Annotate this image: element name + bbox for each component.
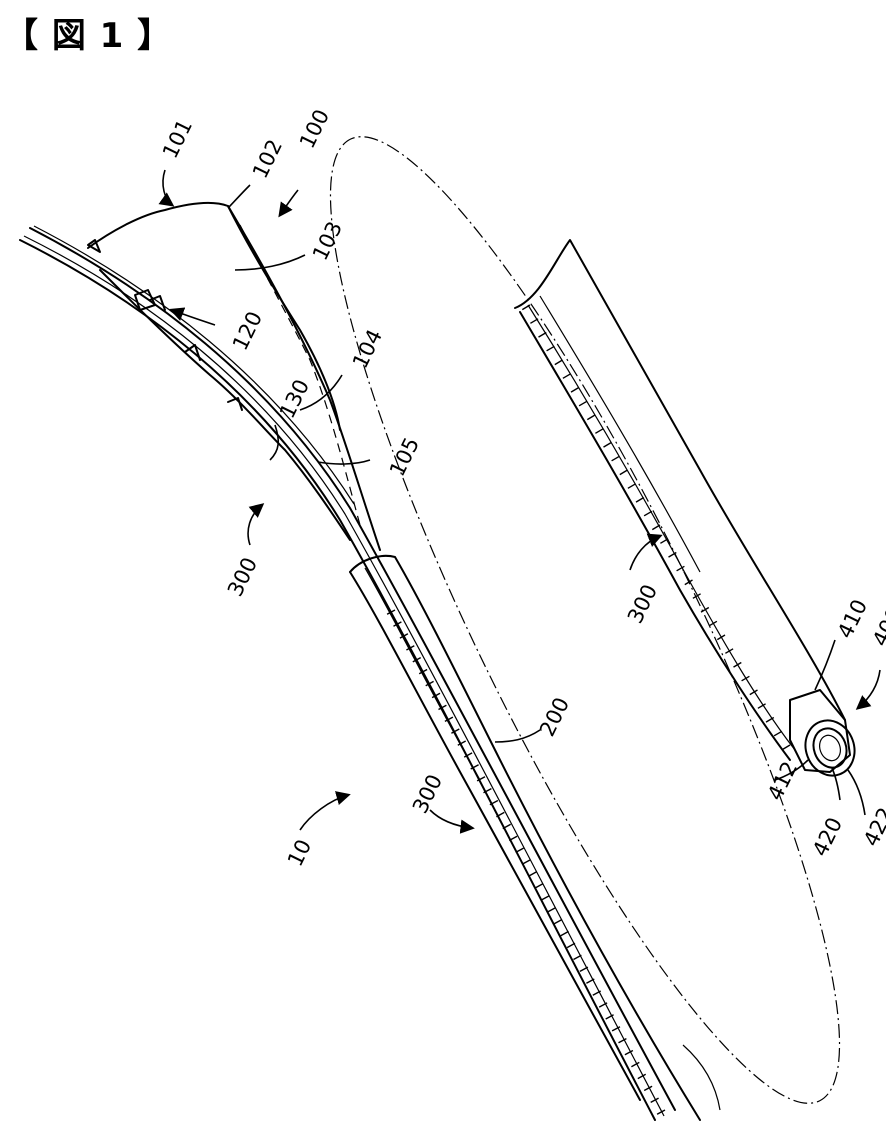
rail-tooth [541,896,549,900]
rail-tooth [652,525,660,530]
rail-tooth [547,346,555,351]
rail-tooth [774,731,782,736]
rail-tooth [554,920,562,924]
rail-tooth [574,955,582,959]
rail-tooth [612,456,620,461]
rail-tooth [782,745,790,750]
label-100: 100 [295,106,334,153]
rail-tooth [561,931,569,935]
rail-tooth [579,401,587,406]
label-105: 105 [385,434,424,481]
rail-tooth [539,333,547,338]
rail-tooth [644,511,652,516]
reference-labels: 101 102 100 103 120 104 130 105 300 200 … [158,106,886,871]
rail-tooth [604,443,612,448]
detail-ellipse [252,91,886,1134]
rail-tooth [548,908,556,912]
rail-tooth [567,943,575,947]
label-102: 102 [248,136,287,183]
rail-300-detail [515,240,845,760]
rail-tooth [522,860,530,864]
rail-tooth [535,884,543,888]
rail-tooth [595,429,603,434]
label-10: 10 [283,836,316,871]
label-420: 420 [808,814,847,861]
label-422: 422 [859,804,886,851]
label-103: 103 [308,218,347,265]
label-200: 200 [535,694,574,741]
rail-tooth [571,388,579,393]
label-412: 412 [763,758,802,805]
rail-tooth [555,360,563,365]
label-300-lower: 300 [408,771,447,818]
label-400: 400 [868,604,886,651]
label-104: 104 [348,326,387,373]
label-130: 130 [275,376,314,423]
rail-tooth [587,415,595,420]
rail-tooth [580,967,588,971]
label-410: 410 [833,596,872,643]
rail-teeth-detail [522,305,790,750]
label-300-detail: 300 [623,581,662,628]
label-101: 101 [158,116,197,163]
rail-tooth [563,374,571,379]
rail-tooth [529,872,537,876]
leader-lines [163,170,880,830]
rail-tooth [530,319,538,324]
rail-tooth [636,498,644,503]
rail-tooth [628,484,636,489]
rail-tooth [620,470,628,475]
rail-tooth [516,848,524,852]
label-120: 120 [228,308,267,355]
label-300-upper: 300 [223,554,262,601]
